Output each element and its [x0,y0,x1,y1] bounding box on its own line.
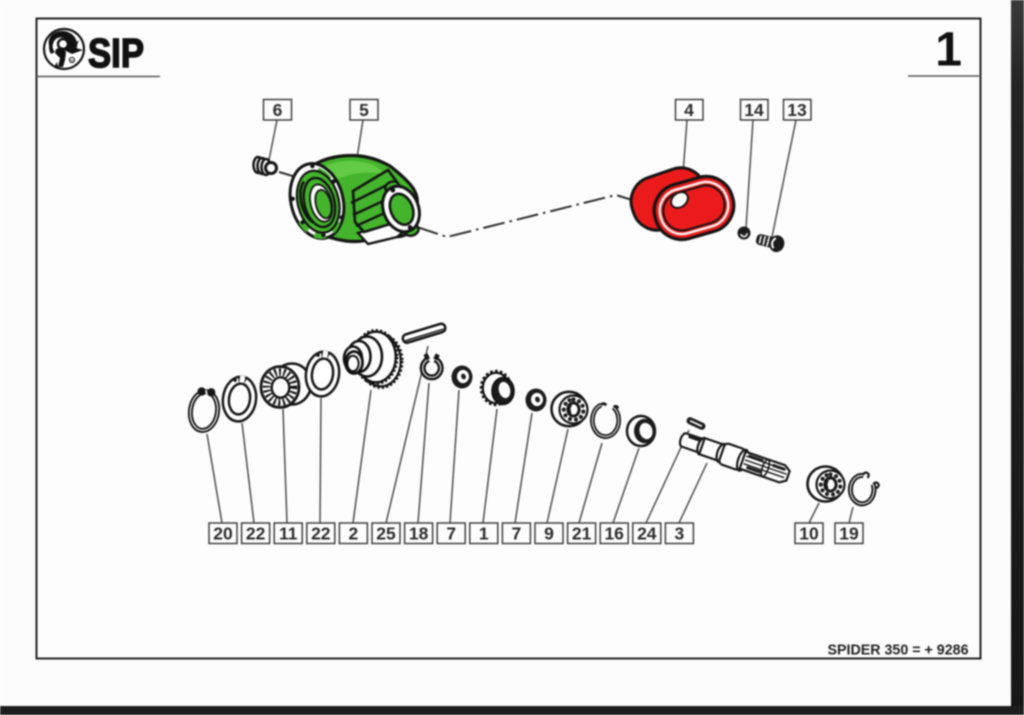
svg-text:21: 21 [572,524,592,544]
svg-text:4: 4 [684,100,694,120]
svg-text:20: 20 [213,524,233,544]
svg-text:25: 25 [376,524,396,544]
svg-text:22: 22 [311,524,331,544]
svg-text:22: 22 [246,524,266,544]
svg-text:18: 18 [409,524,429,544]
svg-text:7: 7 [512,524,522,544]
svg-text:11: 11 [279,524,298,544]
svg-text:1: 1 [935,24,962,77]
svg-text:16: 16 [604,524,624,544]
svg-text:13: 13 [787,100,807,120]
svg-text:7: 7 [446,524,456,544]
svg-text:6: 6 [273,100,283,120]
svg-text:SPIDER 350 = + 9286: SPIDER 350 = + 9286 [828,642,969,659]
svg-text:10: 10 [799,524,819,544]
svg-text:1: 1 [479,524,489,544]
svg-text:19: 19 [839,524,859,544]
svg-text:3: 3 [675,524,685,544]
svg-text:14: 14 [744,100,764,120]
svg-text:24: 24 [637,524,657,544]
svg-text:5: 5 [359,100,369,120]
svg-text:R: R [70,58,74,63]
svg-text:2: 2 [349,524,359,544]
svg-text:9: 9 [544,524,554,544]
svg-text:SIP: SIP [88,30,144,76]
